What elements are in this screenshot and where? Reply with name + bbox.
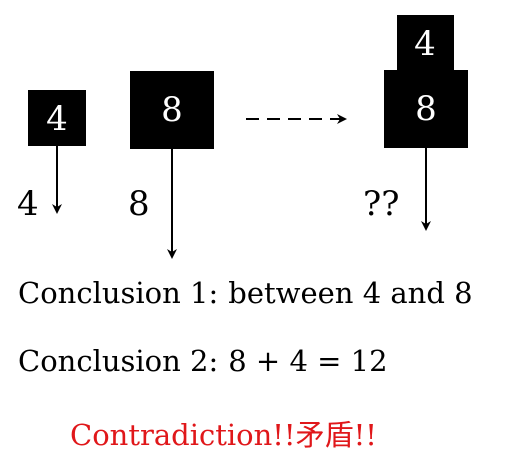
large-block-output: 8 bbox=[128, 184, 150, 224]
stacked-block-top-label: 4 bbox=[414, 24, 436, 64]
conclusion-2-label: Conclusion 2: bbox=[18, 344, 219, 378]
large-block: 8 bbox=[130, 71, 214, 149]
conclusion-1: Conclusion 1: between 4 and 8 bbox=[18, 276, 473, 310]
small-block-output: 4 bbox=[17, 184, 39, 224]
small-block-label: 4 bbox=[46, 99, 68, 139]
conclusion-2-text: 8 + 4 = 12 bbox=[228, 344, 388, 378]
stacked-block-top: 4 bbox=[397, 15, 454, 71]
small-block-rect bbox=[28, 90, 86, 146]
stacked-block-output: ?? bbox=[363, 184, 399, 224]
conclusion-1-text: between 4 and 8 bbox=[228, 276, 473, 310]
contradiction-text: Contradiction!!矛盾!! bbox=[70, 418, 377, 452]
stacked-block-top-rect bbox=[397, 15, 454, 71]
conclusion-2: Conclusion 2: 8 + 4 = 12 bbox=[18, 344, 388, 378]
stacked-block-bottom-rect bbox=[384, 70, 468, 148]
stacked-block-bottom: 8 bbox=[384, 70, 468, 148]
large-block-label: 8 bbox=[161, 90, 183, 130]
stacked-block-bottom-label: 8 bbox=[415, 89, 437, 129]
small-block: 4 bbox=[28, 90, 86, 146]
large-block-rect bbox=[130, 71, 214, 149]
conclusion-1-label: Conclusion 1: bbox=[18, 276, 219, 310]
